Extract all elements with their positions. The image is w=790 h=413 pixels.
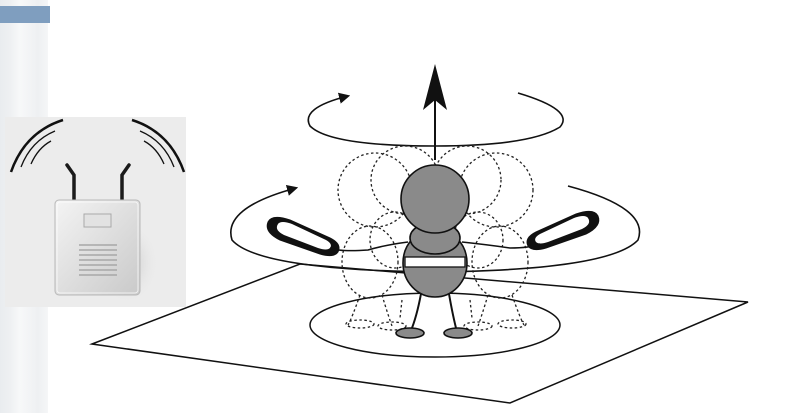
left-device [267,217,339,255]
user-figure [396,165,472,338]
left-arm [330,242,408,251]
base-ellipse [310,293,560,357]
right-device [527,211,599,249]
